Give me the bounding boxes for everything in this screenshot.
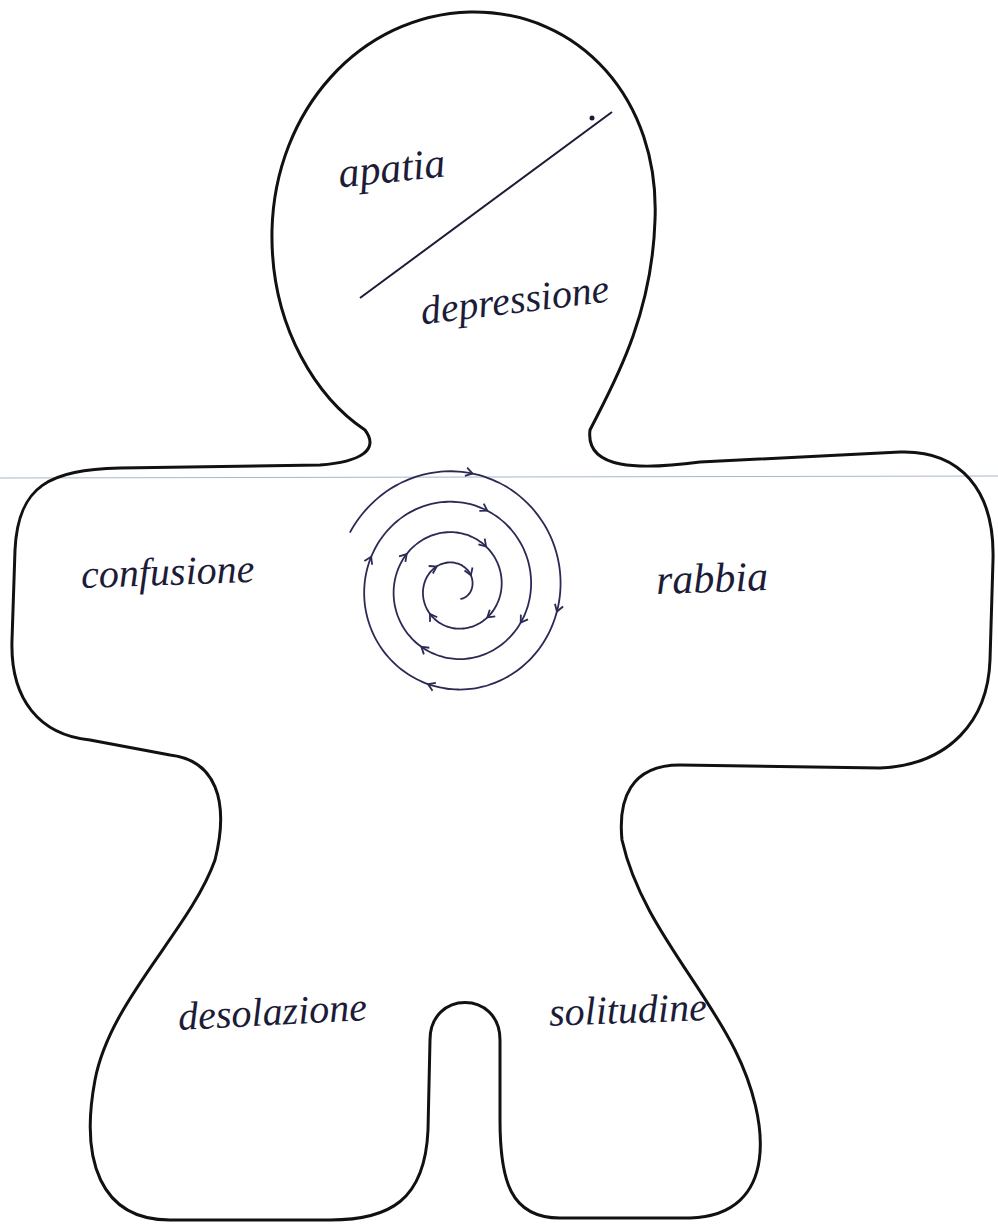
spiral-arrowhead: [555, 604, 563, 612]
emotion-word: confusione: [81, 549, 256, 595]
emotion-word: rabbia: [655, 555, 768, 601]
emotion-word: apatia: [336, 142, 447, 195]
spiral-arrowhead: [429, 566, 437, 574]
body-outline: [12, 12, 993, 1220]
spiral-arrowhead: [399, 554, 407, 562]
spiral-arrowhead: [487, 610, 495, 618]
spiral-arrowhead: [478, 539, 486, 547]
scan-line: [0, 476, 998, 478]
spiral-arrowhead: [430, 614, 437, 622]
head-divider: [360, 112, 612, 298]
spiral-arrowhead: [428, 683, 436, 691]
spiral: [350, 471, 561, 689]
emotion-word: solitudine: [548, 987, 707, 1032]
spiral-arrowhead: [479, 504, 487, 511]
spiral-arrowhead: [521, 615, 528, 623]
emotion-word: desolazione: [177, 987, 368, 1037]
spiral-arrowhead: [421, 647, 429, 655]
ink-dot: [590, 116, 595, 121]
spiral-arrowhead: [364, 557, 372, 565]
spiral-arrowhead: [465, 468, 473, 476]
emotion-word: depressione: [418, 269, 611, 332]
spiral-arrowhead: [464, 567, 472, 575]
